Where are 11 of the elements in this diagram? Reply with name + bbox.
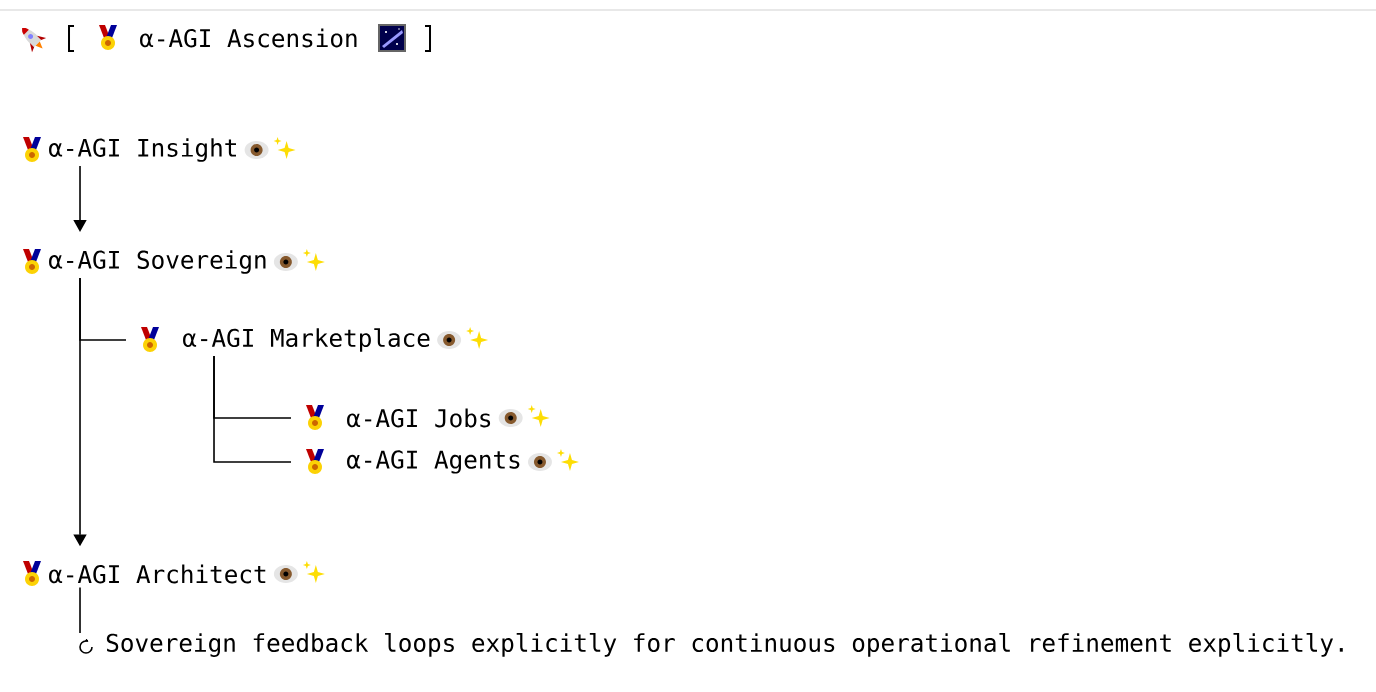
connector <box>79 586 81 634</box>
tree-label: α-AGI Jobs <box>347 408 491 428</box>
tree-label: α-AGI Marketplace <box>183 328 430 352</box>
connector <box>213 355 292 463</box>
tree-label: Sovereign feedback loops explicitly for continuous operational refinement explicitly. <box>106 633 1343 657</box>
tree-label: α-AGI Agents <box>347 450 520 474</box>
tree-label: α-AGI Insight <box>49 138 236 162</box>
tree-label: α-AGI Architect <box>49 564 266 584</box>
connector <box>73 165 87 232</box>
title: α-AGI Ascension <box>140 28 357 48</box>
tree-label: α-AGI Sovereign <box>49 250 266 274</box>
